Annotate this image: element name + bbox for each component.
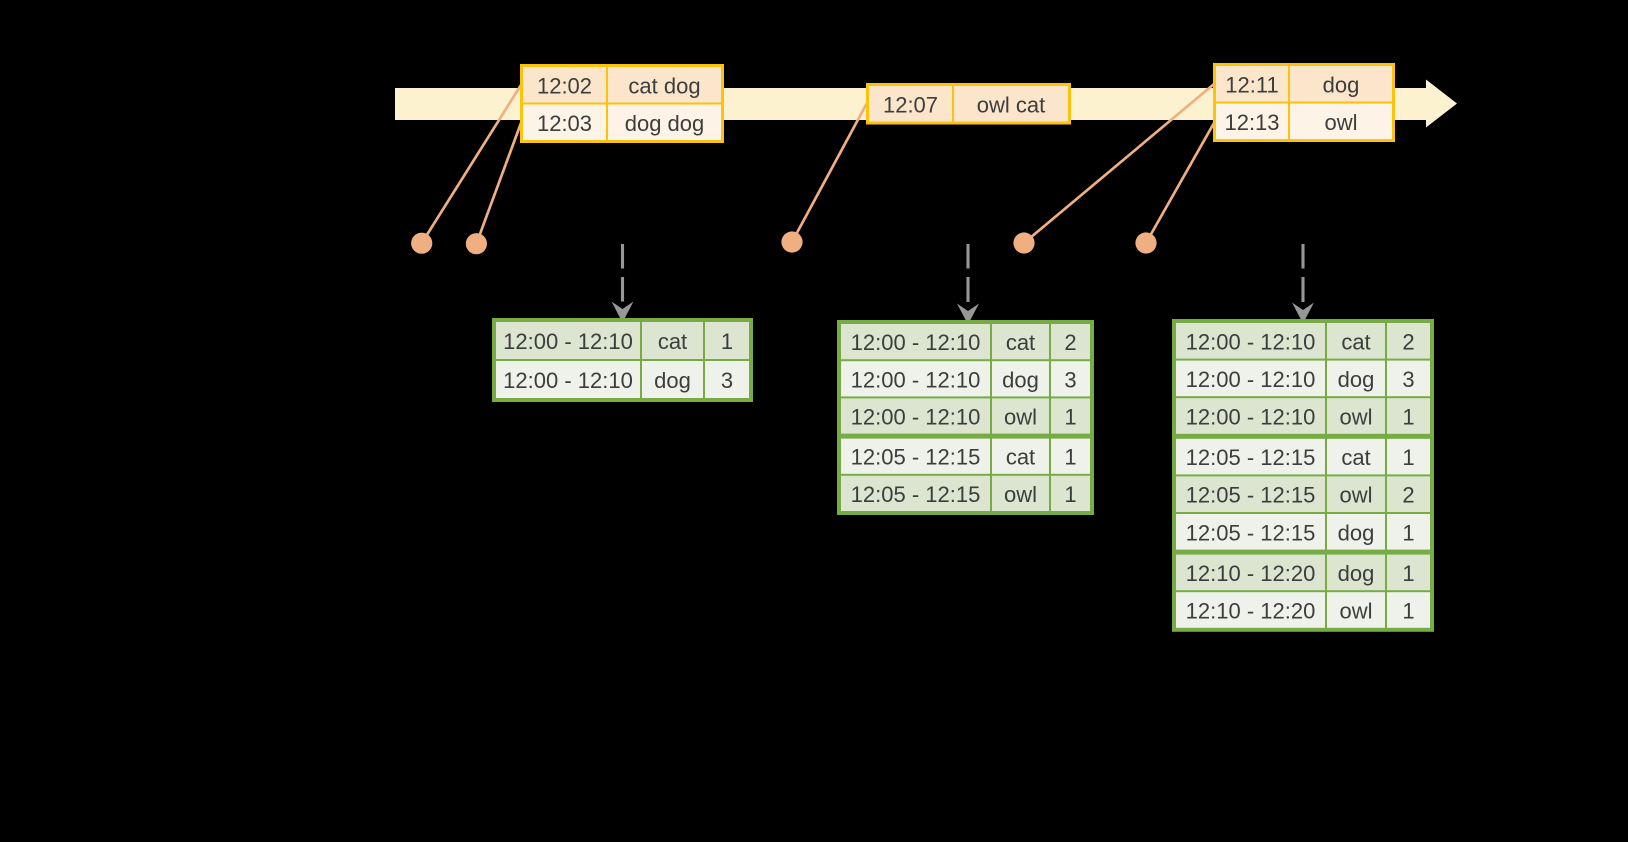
svg-text:dog: dog [654, 368, 691, 393]
svg-text:3: 3 [1064, 367, 1076, 392]
svg-text:1: 1 [721, 329, 733, 354]
svg-text:12:07: 12:07 [883, 92, 938, 117]
svg-text:cat: cat [1341, 445, 1370, 470]
svg-text:12:05 - 12:15: 12:05 - 12:15 [1186, 520, 1316, 545]
svg-text:12:10 - 12:20: 12:10 - 12:20 [1186, 561, 1316, 586]
svg-text:12:00 - 12:10: 12:00 - 12:10 [851, 367, 981, 392]
svg-text:owl: owl [1339, 405, 1372, 430]
svg-text:dog: dog [1338, 561, 1375, 586]
svg-text:1: 1 [1064, 482, 1076, 507]
svg-text:12:05 - 12:15: 12:05 - 12:15 [1186, 445, 1316, 470]
svg-text:cat: cat [1006, 445, 1035, 470]
svg-text:cat dog: cat dog [628, 73, 700, 98]
svg-text:1: 1 [1064, 405, 1076, 430]
svg-text:12:00 - 12:10: 12:00 - 12:10 [503, 368, 633, 393]
svg-text:dog: dog [1338, 367, 1375, 392]
svg-text:12:10 - 12:20: 12:10 - 12:20 [1186, 599, 1316, 624]
svg-text:1: 1 [1402, 445, 1414, 470]
svg-text:12:05 - 12:15: 12:05 - 12:15 [1186, 483, 1316, 508]
svg-text:1: 1 [1402, 561, 1414, 586]
svg-text:12:00 - 12:10: 12:00 - 12:10 [851, 330, 981, 355]
svg-text:cat: cat [658, 329, 687, 354]
svg-text:3: 3 [1402, 367, 1414, 392]
svg-text:owl: owl [1339, 483, 1372, 508]
svg-text:1: 1 [1064, 445, 1076, 470]
svg-text:dog: dog [1002, 367, 1039, 392]
svg-text:12:00 - 12:10: 12:00 - 12:10 [1186, 367, 1316, 392]
svg-text:12:02: 12:02 [537, 73, 592, 98]
svg-text:1: 1 [1402, 599, 1414, 624]
svg-text:dog dog: dog dog [625, 111, 705, 136]
svg-text:cat: cat [1341, 329, 1370, 354]
svg-text:owl cat: owl cat [977, 92, 1045, 117]
svg-text:12:00 - 12:10: 12:00 - 12:10 [1186, 405, 1316, 430]
svg-text:owl: owl [1004, 482, 1037, 507]
svg-text:12:03: 12:03 [537, 111, 592, 136]
svg-text:2: 2 [1402, 483, 1414, 508]
svg-text:1: 1 [1402, 405, 1414, 430]
svg-text:dog: dog [1323, 72, 1360, 97]
svg-text:1: 1 [1402, 520, 1414, 545]
svg-text:owl: owl [1324, 110, 1357, 135]
svg-text:12:05 - 12:15: 12:05 - 12:15 [851, 482, 981, 507]
svg-text:dog: dog [1338, 520, 1375, 545]
svg-text:owl: owl [1339, 599, 1372, 624]
svg-text:3: 3 [721, 368, 733, 393]
svg-text:12:05 - 12:15: 12:05 - 12:15 [851, 445, 981, 470]
svg-text:owl: owl [1004, 405, 1037, 430]
svg-text:12:00 - 12:10: 12:00 - 12:10 [503, 329, 633, 354]
svg-text:12:00 - 12:10: 12:00 - 12:10 [851, 405, 981, 430]
svg-text:12:13: 12:13 [1224, 110, 1279, 135]
svg-text:cat: cat [1006, 330, 1035, 355]
svg-text:2: 2 [1064, 330, 1076, 355]
svg-text:12:00 - 12:10: 12:00 - 12:10 [1186, 329, 1316, 354]
svg-text:12:11: 12:11 [1225, 72, 1278, 97]
svg-text:2: 2 [1402, 329, 1414, 354]
